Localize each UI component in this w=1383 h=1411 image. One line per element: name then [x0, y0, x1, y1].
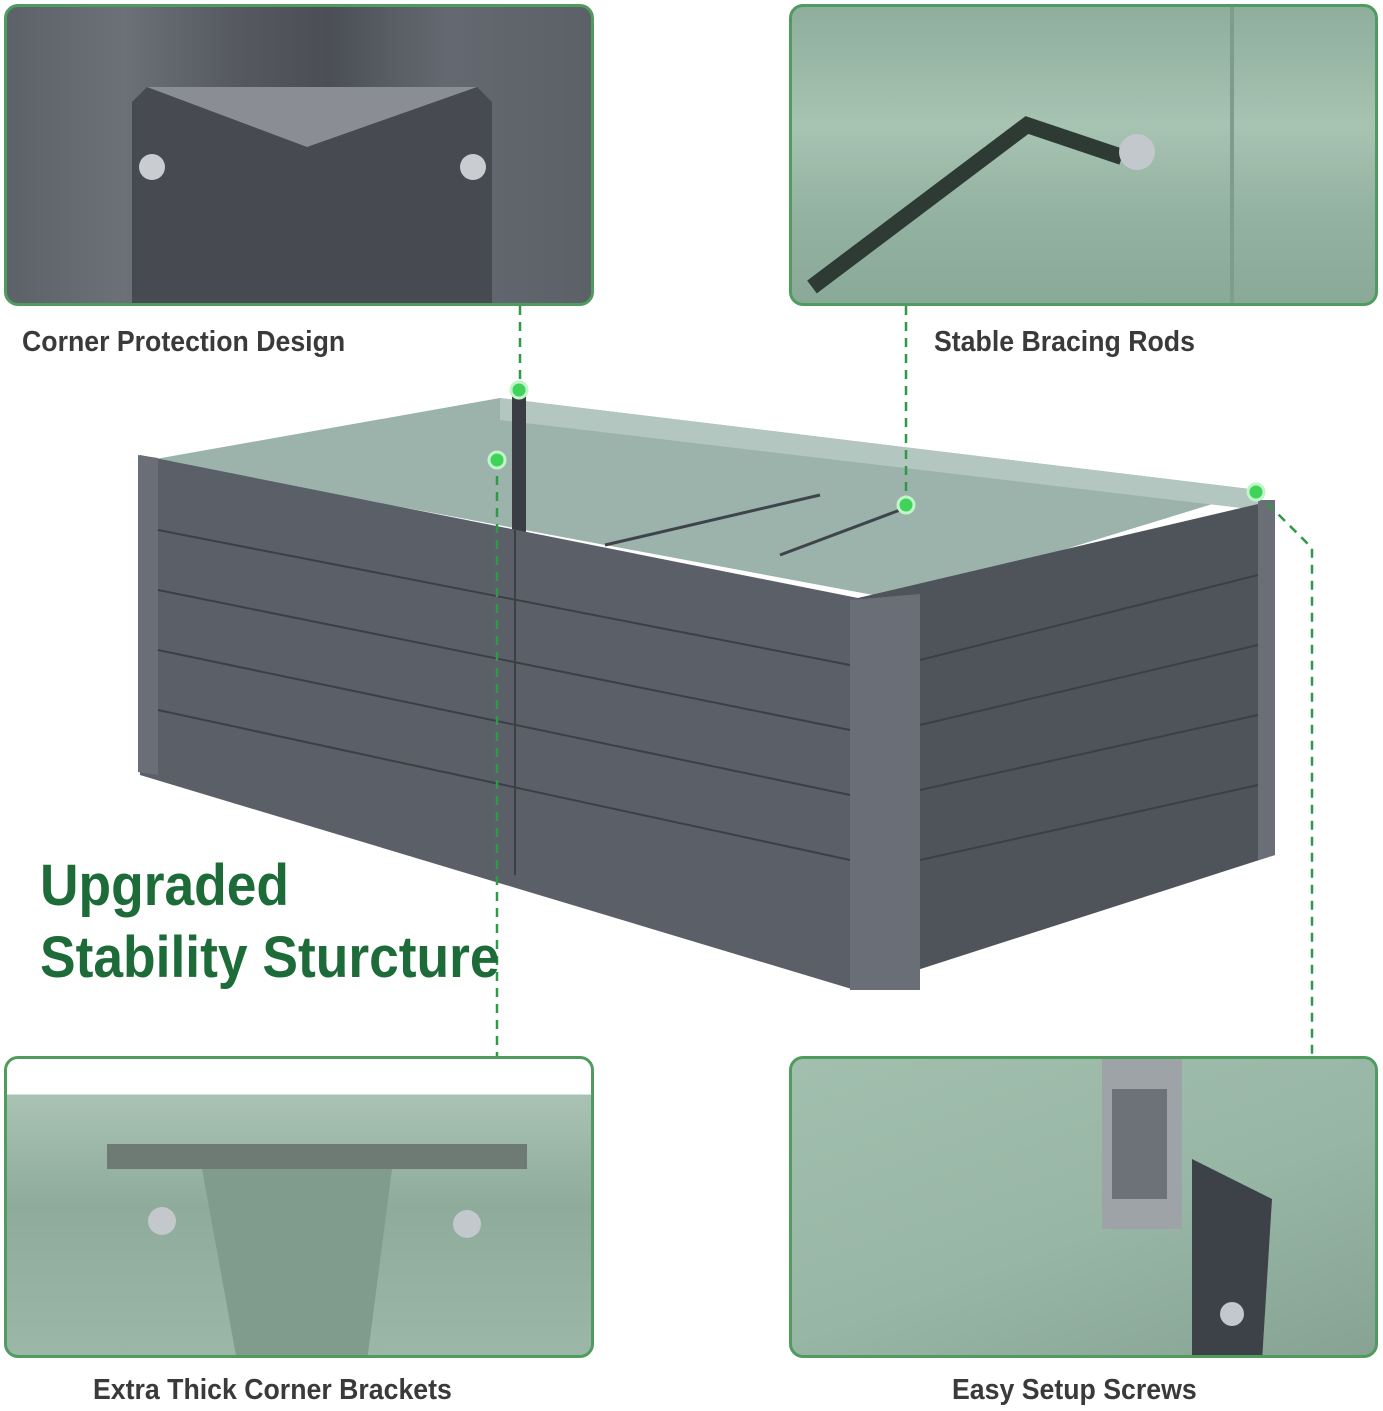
headline: Upgraded Stability Sturcture [40, 850, 500, 994]
headline-line-1: Upgraded [40, 853, 290, 918]
caption-bracing-rods: Stable Bracing Rods [934, 326, 1195, 358]
bed-interior [150, 398, 1258, 600]
callout-lines [495, 306, 1314, 1056]
caption-corner-protection: Corner Protection Design [22, 326, 346, 358]
bed-right-face [855, 500, 1275, 990]
bracing-rod [779, 508, 901, 557]
bed-back-wall [500, 398, 1258, 510]
corner-post [1258, 500, 1275, 860]
corner-post [850, 594, 920, 990]
detail-panel-setup-screws [789, 1056, 1378, 1358]
caption-setup-screws: Easy Setup Screws [952, 1374, 1197, 1406]
bed-front-face [140, 455, 858, 990]
bracing-rod [604, 493, 821, 547]
panel-ridges [157, 529, 1259, 875]
corner-post [138, 455, 158, 775]
callout-dots [487, 380, 1266, 515]
detail-panel-bracing-rods [789, 4, 1378, 306]
center-support-post [512, 395, 526, 535]
headline-line-2: Stability Sturcture [40, 925, 500, 990]
detail-panel-corner-brackets [4, 1056, 594, 1358]
caption-corner-brackets: Extra Thick Corner Brackets [93, 1374, 452, 1406]
detail-panel-corner-protection [4, 4, 594, 306]
